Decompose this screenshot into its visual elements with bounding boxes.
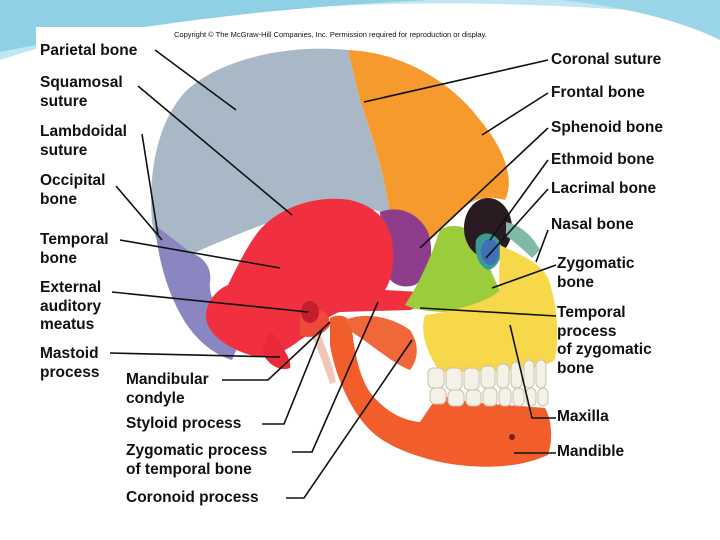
label-ethmoid-bone: Ethmoid bone bbox=[551, 151, 655, 168]
header-swoosh bbox=[0, 0, 720, 60]
nasal-bone-region bbox=[506, 222, 540, 258]
temporal-bone-region bbox=[205, 198, 421, 357]
leader-zygomatic-process bbox=[292, 301, 379, 453]
leader-coronal bbox=[363, 59, 549, 103]
coronoid-process-region bbox=[345, 315, 417, 370]
label-frontal-bone: Frontal bone bbox=[551, 84, 645, 101]
leader-sphenoid bbox=[419, 127, 549, 249]
label-sphenoid-bone: Sphenoid bone bbox=[551, 119, 663, 136]
label-squamosal-suture: Squamosal suture bbox=[40, 74, 123, 110]
mastoid-region bbox=[262, 330, 291, 370]
swoosh-mid bbox=[0, 0, 430, 52]
label-maxilla: Maxilla bbox=[557, 408, 609, 425]
label-temporal-process-of-zygomatic: Temporal process of zygomatic bone bbox=[557, 304, 652, 377]
leader-temporal-process bbox=[419, 307, 557, 317]
styloid-process-region bbox=[312, 330, 336, 384]
label-lacrimal-bone: Lacrimal bone bbox=[551, 180, 657, 197]
label-mandible: Mandible bbox=[557, 443, 625, 460]
auditory-meatus-region bbox=[301, 301, 319, 323]
label-coronoid-process: Coronoid process bbox=[126, 489, 259, 506]
leader-zygomatic bbox=[491, 264, 557, 289]
leader-mastoid bbox=[109, 352, 281, 358]
leader-squamosal bbox=[137, 85, 293, 216]
leader-coronoid bbox=[286, 339, 413, 499]
mental-foramen bbox=[509, 434, 515, 440]
leader-frontal bbox=[481, 92, 549, 136]
leader-maxilla bbox=[509, 324, 556, 419]
leader-lambdoidal bbox=[141, 133, 159, 236]
label-external-auditory-meatus: External auditory meatus bbox=[40, 279, 102, 333]
lacrimal-bone-region bbox=[481, 239, 499, 265]
label-nasal-bone: Nasal bone bbox=[551, 216, 634, 233]
label-occipital-bone: Occipital bone bbox=[40, 172, 106, 208]
leader-meatus bbox=[111, 291, 309, 313]
copyright-notice: Copyright © The McGraw-Hill Companies, I… bbox=[174, 30, 487, 39]
leader-lacrimal bbox=[485, 188, 549, 259]
frontal-bone-region bbox=[348, 50, 509, 250]
leader-parietal bbox=[154, 49, 237, 111]
leader-nasal bbox=[535, 229, 549, 263]
label-temporal-bone: Temporal bone bbox=[40, 231, 109, 267]
label-mastoid-process: Mastoid process bbox=[40, 345, 100, 381]
swoosh-right bbox=[560, 0, 720, 40]
leader-condyle bbox=[222, 321, 331, 381]
label-coronal-suture: Coronal suture bbox=[551, 51, 662, 68]
leader-styloid bbox=[262, 329, 323, 425]
leader-temporal bbox=[119, 239, 281, 269]
label-parietal-bone: Parietal bone bbox=[40, 42, 138, 59]
sphenoid-bone-region bbox=[380, 209, 432, 287]
label-styloid-process: Styloid process bbox=[126, 415, 242, 432]
parietal-bone-region bbox=[151, 48, 390, 263]
leader-occipital bbox=[115, 185, 163, 241]
label-lambdoidal-suture: Lambdoidal suture bbox=[40, 123, 127, 159]
label-mandibular-condyle: Mandibular condyle bbox=[126, 371, 209, 407]
mandible-region bbox=[330, 315, 552, 467]
label-zygomatic-bone: Zygomatic bone bbox=[557, 255, 635, 291]
leader-lines bbox=[109, 49, 557, 499]
label-zygomatic-process: Zygomatic process of temporal bone bbox=[126, 442, 268, 478]
leader-ethmoid bbox=[489, 159, 549, 241]
